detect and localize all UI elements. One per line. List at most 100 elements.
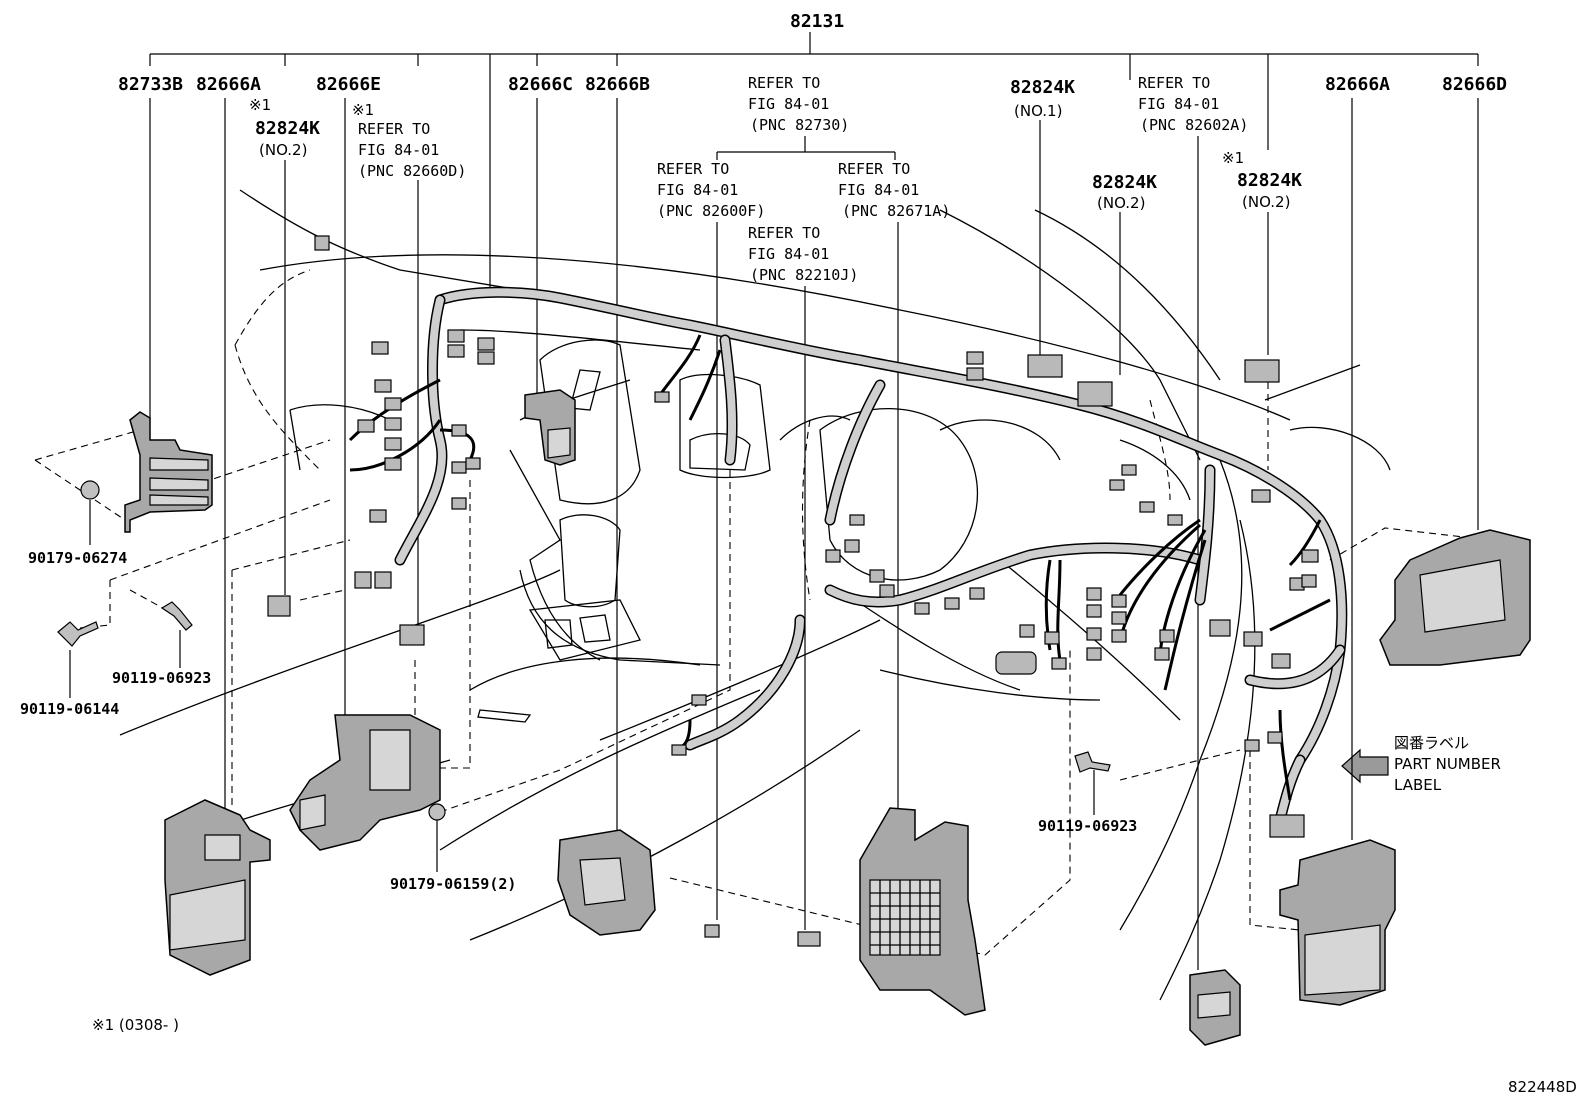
connector	[1301, 574, 1317, 588]
connector	[451, 461, 467, 474]
connector	[357, 419, 375, 433]
bolt-label-06274: 90179-06274	[28, 549, 127, 567]
connector	[1267, 731, 1283, 744]
refer-82602a-l3: (PNC 82602A)	[1140, 116, 1248, 134]
connector	[374, 571, 392, 589]
bolt-label-06923-left: 90119-06923	[112, 669, 211, 687]
footnote: ※1 (0308- )	[92, 1016, 179, 1034]
refer-82602a-l2: FIG 84-01	[1138, 95, 1219, 113]
dashboard-outline	[119, 189, 1391, 1001]
bolt-icon	[57, 621, 99, 647]
connector	[1086, 627, 1102, 641]
no2-tag-left: (NO.2)	[259, 141, 307, 159]
connector	[451, 424, 467, 437]
relay-block-82666e	[289, 714, 441, 851]
connector	[844, 539, 860, 553]
connector	[1244, 739, 1260, 752]
star-mark-right: ※1	[1222, 149, 1244, 167]
connector	[1269, 814, 1305, 838]
connector	[966, 367, 984, 381]
part-label-82666c: 82666C	[508, 74, 573, 95]
bolt-icon	[80, 480, 100, 500]
relay-82733b	[124, 411, 213, 533]
connector	[384, 437, 402, 451]
connector	[825, 549, 841, 563]
wire-harness	[348, 286, 1348, 826]
refer-82210j-l1: REFER TO	[748, 224, 820, 242]
connector	[1111, 629, 1127, 643]
no2-tag-right: (NO.2)	[1242, 193, 1290, 211]
connector	[465, 457, 481, 470]
part-label-82666e: 82666E	[316, 74, 381, 95]
connector	[1167, 514, 1183, 526]
connector	[995, 651, 1037, 675]
connector	[384, 417, 402, 431]
relay-block-82666a-left	[164, 799, 271, 976]
refer-82730-l1: REFER TO	[748, 74, 820, 92]
connector	[1251, 489, 1271, 503]
connector	[371, 341, 389, 355]
bolt-label-06159: 90179-06159(2)	[390, 875, 516, 893]
part-label-82666d: 82666D	[1442, 74, 1507, 95]
relay-block-82666d	[1379, 529, 1531, 666]
connector	[267, 595, 291, 617]
bolt-label-06144: 90119-06144	[20, 700, 119, 718]
connector	[1086, 587, 1102, 601]
connector	[1244, 359, 1280, 383]
connector	[399, 624, 425, 646]
part-number-label-en2: LABEL	[1394, 776, 1442, 794]
part-label-82824k-mid: 82824K	[1092, 172, 1157, 193]
connector	[384, 457, 402, 471]
connector	[691, 694, 707, 706]
part-label-82824k-right: 82824K	[1237, 170, 1302, 191]
refer-82210j-l3: (PNC 82210J)	[750, 266, 858, 284]
connector	[477, 337, 495, 351]
connector	[1301, 549, 1319, 563]
connector	[914, 602, 930, 615]
connector	[869, 569, 885, 583]
star-mark-82660d: ※1	[352, 101, 374, 119]
refer-82671a-l3: (PNC 82671A)	[842, 202, 950, 220]
connector	[1271, 653, 1291, 669]
part-label-82666a-right: 82666A	[1325, 74, 1390, 95]
connector	[447, 344, 465, 358]
relay-block-82666b	[557, 829, 656, 936]
connector	[1086, 604, 1102, 618]
fasteners	[57, 480, 1111, 821]
part-label-82824k-left: 82824K	[255, 118, 320, 139]
connector	[1111, 611, 1127, 625]
refer-82671a-l1: REFER TO	[838, 160, 910, 178]
part-label-82666a-left: 82666A	[196, 74, 261, 95]
refer-82671a-l2: FIG 84-01	[838, 181, 919, 199]
connector	[384, 397, 402, 411]
connector	[797, 931, 821, 947]
refer-82602a-l1: REFER TO	[1138, 74, 1210, 92]
figure-id: 822448D	[1508, 1078, 1577, 1096]
connector-block-82602a	[1189, 969, 1241, 1046]
bolt-icon	[1074, 751, 1111, 773]
connector	[1044, 631, 1060, 645]
connector	[447, 329, 465, 343]
connector	[1154, 647, 1170, 661]
no1-tag: (NO.1)	[1014, 102, 1062, 120]
connector	[1111, 594, 1127, 608]
connector	[671, 744, 687, 756]
connector	[314, 235, 330, 251]
connector	[654, 391, 670, 403]
fuse-box	[859, 807, 986, 1016]
part-label-82666b: 82666B	[585, 74, 650, 95]
connector	[1086, 647, 1102, 661]
refer-82210j-l2: FIG 84-01	[748, 245, 829, 263]
connector	[1243, 631, 1263, 647]
connector	[1209, 619, 1231, 637]
connector	[879, 584, 895, 598]
main-part-label: 82131	[790, 11, 844, 32]
refer-82600f-l3: (PNC 82600F)	[657, 202, 765, 220]
connector	[1139, 501, 1155, 513]
bolt-label-06923-right: 90119-06923	[1038, 817, 1137, 835]
connector	[369, 509, 387, 523]
connector	[849, 514, 865, 526]
main-part-bracket	[149, 32, 1479, 66]
